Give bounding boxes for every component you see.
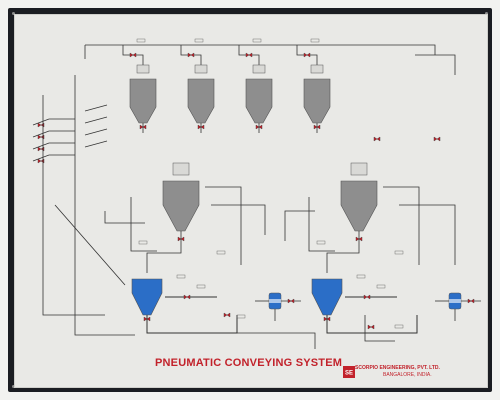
storage-silo-1 xyxy=(129,78,157,124)
company-name: SCORPIO ENGINEERING, PVT. LTD. xyxy=(355,365,440,371)
logo-letters: SE xyxy=(345,371,353,377)
air-valve-icon xyxy=(37,134,45,140)
conveying-pipe xyxy=(326,315,418,334)
filter-valve-icon xyxy=(467,298,475,304)
spare-valve-icon xyxy=(433,136,441,142)
instrument-tag xyxy=(376,284,386,289)
line-valve-icon xyxy=(223,312,231,318)
air-manifold-pipe xyxy=(74,75,135,336)
instrument-tag xyxy=(316,240,326,245)
return-pipe xyxy=(130,197,157,252)
instrument-tag xyxy=(356,274,366,279)
air-valve-icon xyxy=(37,146,45,152)
storage-silo-2 xyxy=(187,78,215,124)
company-logo: SE xyxy=(343,366,355,378)
corner-screw xyxy=(12,12,15,15)
company-block: SCORPIO ENGINEERING, PVT. LTD. BANGALORE… xyxy=(355,365,475,379)
instrument-tag xyxy=(394,250,404,255)
bin-vent-filter-icon xyxy=(310,64,324,74)
air-supply-pipe xyxy=(84,140,108,148)
storage-silo-4 xyxy=(303,78,331,124)
air-supply-pipe xyxy=(84,104,108,112)
instrument-tag xyxy=(138,240,148,245)
interconnect-pipe xyxy=(104,211,145,224)
interconnect-pipe xyxy=(364,315,395,342)
filter-unit-band xyxy=(449,299,461,303)
interconnect-pipe xyxy=(399,204,456,265)
mimic-panel: PNEUMATIC CONVEYING SYSTEM SE SCORPIO EN… xyxy=(14,14,488,388)
receiver-hopper-1 xyxy=(162,180,200,232)
silo-feed-tag xyxy=(136,38,146,43)
filter-unit-band xyxy=(269,299,281,303)
instrument-tag xyxy=(236,314,246,319)
interconnect-pipe xyxy=(284,210,315,241)
receiver-filter-icon xyxy=(172,162,190,176)
pressure-valve-icon xyxy=(183,294,191,300)
receiver-hopper-2 xyxy=(340,180,378,232)
pressure-valve-icon xyxy=(363,294,371,300)
air-manifold-pipe xyxy=(42,95,105,316)
air-supply-pipe xyxy=(84,116,108,124)
blow-vessel-2 xyxy=(311,278,343,316)
diverter-valve-icon xyxy=(187,52,195,58)
corner-screw xyxy=(485,12,488,15)
storage-silo-3 xyxy=(245,78,273,124)
air-manifold-pipe xyxy=(54,204,126,286)
receiver-filter-icon xyxy=(350,162,368,176)
bin-vent-filter-icon xyxy=(194,64,208,74)
process-diagram xyxy=(32,38,481,349)
air-valve-icon xyxy=(37,122,45,128)
panel-title: PNEUMATIC CONVEYING SYSTEM xyxy=(155,357,343,369)
transfer-pipe xyxy=(146,231,182,273)
conveying-pipe xyxy=(146,315,238,334)
silo-feed-tag xyxy=(310,38,320,43)
instrument-tag xyxy=(216,250,226,255)
diverter-valve-icon xyxy=(129,52,137,58)
interconnect-pipe xyxy=(211,204,266,235)
filter-valve-icon xyxy=(287,298,295,304)
transfer-pipe xyxy=(326,231,360,273)
line-valve-icon xyxy=(367,324,375,330)
silo-feed-tag xyxy=(194,38,204,43)
company-city: BANGALORE, INDIA. xyxy=(383,372,432,378)
instrument-tag xyxy=(196,284,206,289)
diverter-valve-icon xyxy=(245,52,253,58)
header-pipe xyxy=(415,54,456,75)
air-supply-pipe xyxy=(84,128,108,136)
header-pipe xyxy=(85,44,436,55)
bin-vent-filter-icon xyxy=(252,64,266,74)
interconnect-pipe xyxy=(235,332,316,349)
return-pipe xyxy=(308,197,335,252)
diverter-valve-icon xyxy=(303,52,311,58)
bin-vent-filter-icon xyxy=(136,64,150,74)
instrument-tag xyxy=(394,324,404,329)
vent-pipe xyxy=(205,186,242,265)
spare-valve-icon xyxy=(373,136,381,142)
blow-vessel-1 xyxy=(131,278,163,316)
vent-pipe xyxy=(383,186,420,265)
mimic-panel-frame: PNEUMATIC CONVEYING SYSTEM SE SCORPIO EN… xyxy=(8,8,492,392)
silo-feed-tag xyxy=(252,38,262,43)
corner-screw xyxy=(12,385,15,388)
air-valve-icon xyxy=(37,158,45,164)
instrument-tag xyxy=(176,274,186,279)
